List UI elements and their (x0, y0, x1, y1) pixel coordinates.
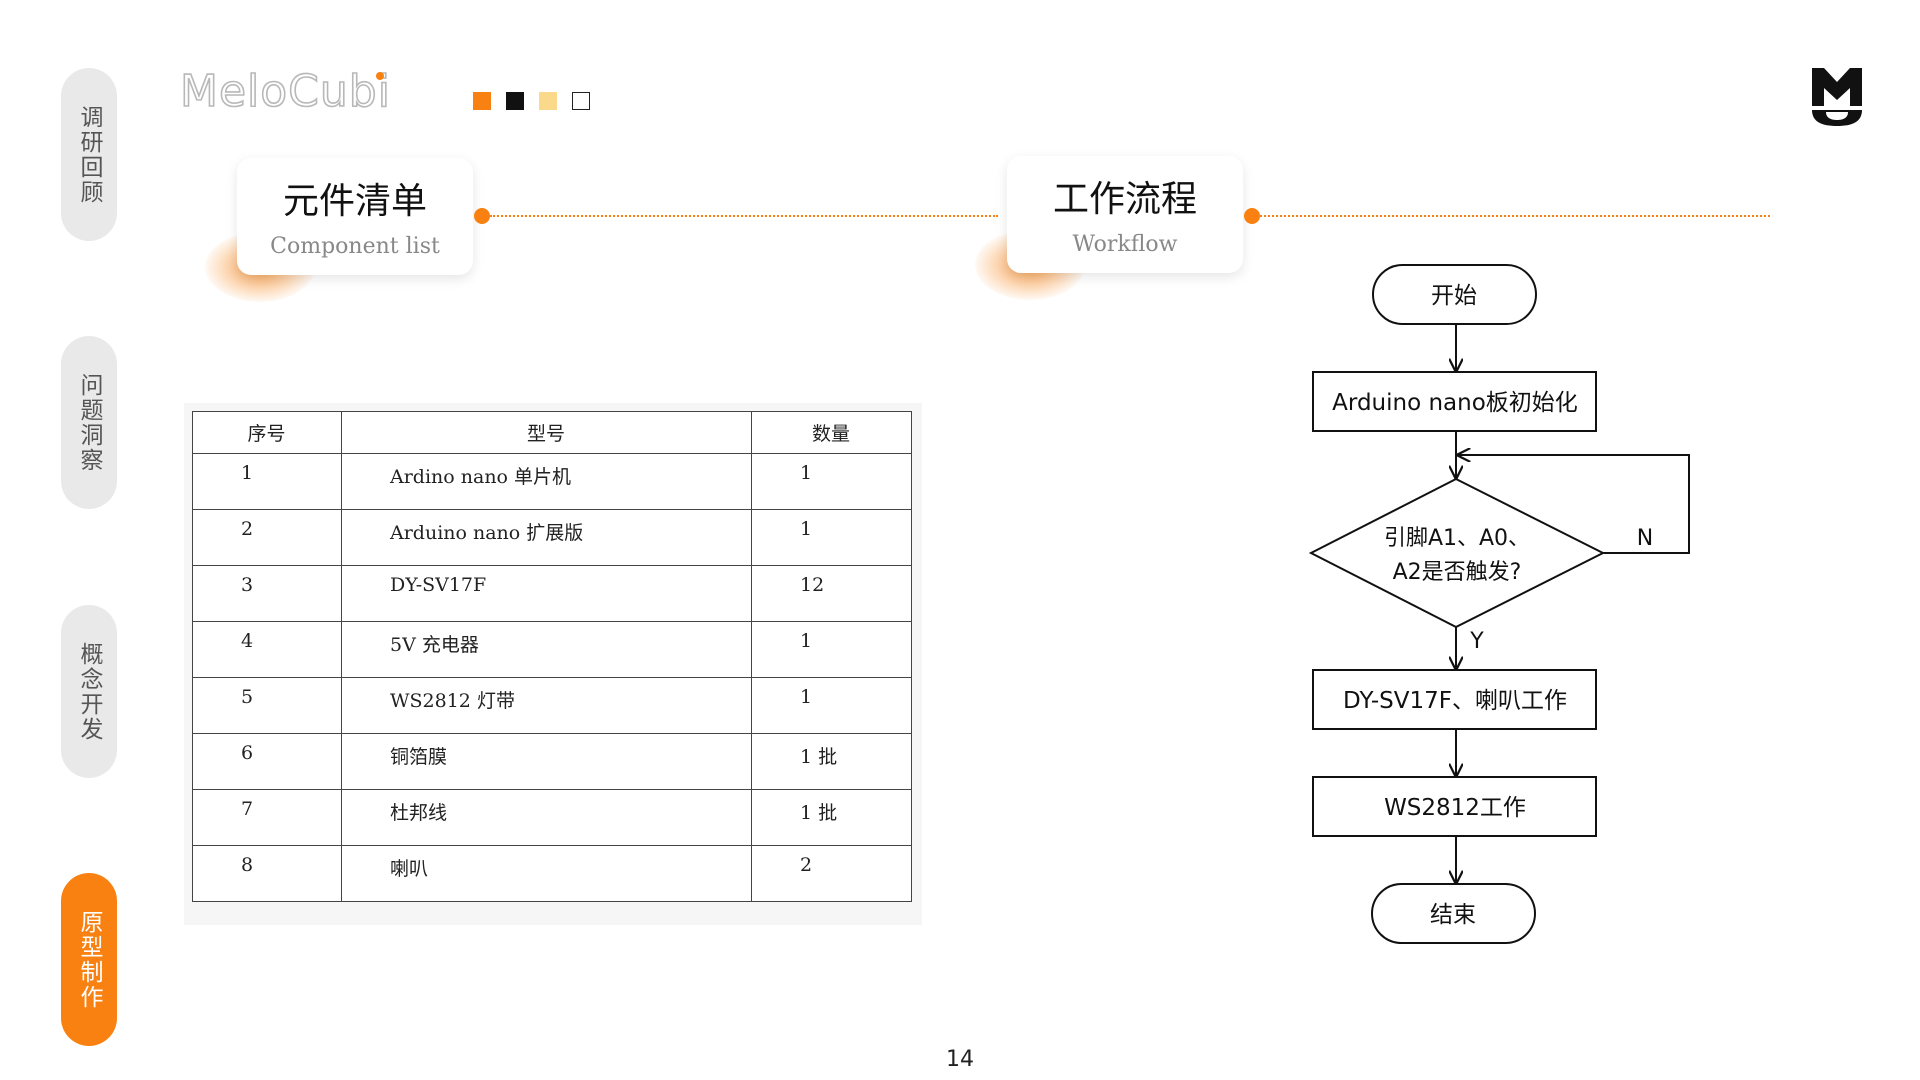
logo-accent-dot (376, 72, 384, 80)
section-subtitle: Component list (270, 234, 440, 259)
table-cell: WS2812 灯带 (341, 677, 752, 734)
flow-yes-label: Y (1469, 629, 1484, 654)
table-cell: 1 (751, 621, 912, 678)
table-cell: 1 (751, 677, 912, 734)
flow-end-terminal (1371, 883, 1536, 944)
nav-item-problem-insight[interactable]: 问题洞察 (61, 336, 117, 509)
flow-decision-line1: 引脚A1、A0、 (1384, 526, 1530, 551)
table-cell: 1 批 (751, 733, 912, 790)
table-cell: 6 (192, 733, 342, 790)
component-table-panel: 序号 型号 数量 1 Ardino nano 单片机 1 2 Arduino n… (184, 403, 922, 925)
square-orange (473, 92, 491, 110)
color-squares (473, 92, 590, 110)
table-cell: 喇叭 (341, 845, 752, 902)
table-cell: 5 (192, 677, 342, 734)
flow-step-audio-label: DY-SV17F、喇叭工作 (1343, 688, 1567, 714)
workflow-title-card: 工作流程 Workflow (1007, 156, 1243, 273)
table-row: 6 铜箔膜 1 批 (192, 733, 912, 790)
table-cell: 7 (192, 789, 342, 846)
brand-m-icon (1812, 68, 1862, 126)
flow-end-label: 结束 (1430, 902, 1476, 928)
table-cell: 1 批 (751, 789, 912, 846)
table-row: 7 杜邦线 1 批 (192, 789, 912, 846)
table-cell: 1 (751, 453, 912, 510)
table-cell: 1 (751, 509, 912, 566)
brand-logo-text: MeloCubi (179, 65, 391, 118)
flow-step-led-label: WS2812工作 (1384, 795, 1526, 821)
nav-item-research-review[interactable]: 调研回顾 (61, 68, 117, 241)
square-white (572, 92, 590, 110)
square-yellow (539, 92, 557, 110)
table-cell: 5V 充电器 (341, 621, 752, 678)
flow-init-process (1312, 371, 1597, 432)
flow-no-loop (1458, 455, 1690, 554)
table-row: 3 DY-SV17F 12 (192, 565, 912, 622)
section-title: 元件清单 (282, 181, 427, 222)
section-title: 工作流程 (1052, 179, 1197, 220)
dotted-divider (490, 215, 998, 217)
table-cell: 2 (192, 509, 342, 566)
flow-start-terminal (1372, 264, 1537, 325)
table-cell: 8 (192, 845, 342, 902)
table-cell: Arduino nano 扩展版 (341, 509, 752, 566)
column-header: 型号 (341, 411, 752, 454)
table-cell: 2 (751, 845, 912, 902)
flow-init-label: Arduino nano板初始化 (1332, 390, 1578, 416)
table-row: 8 喇叭 2 (192, 845, 912, 902)
connector-dot (1244, 208, 1260, 224)
flow-decision (1308, 477, 1606, 629)
component-table: 序号 型号 数量 1 Ardino nano 单片机 1 2 Arduino n… (192, 411, 912, 902)
table-row: 1 Ardino nano 单片机 1 (192, 453, 912, 510)
component-list-title-card: 元件清单 Component list (237, 158, 473, 275)
flow-step-audio (1312, 669, 1597, 730)
table-cell: DY-SV17F (341, 565, 752, 622)
nav-item-label: 概念开发 (76, 641, 102, 742)
table-row: 2 Arduino nano 扩展版 1 (192, 509, 912, 566)
table-cell: 4 (192, 621, 342, 678)
table-cell: 杜邦线 (341, 789, 752, 846)
column-header: 序号 (192, 411, 342, 454)
table-cell: 铜箔膜 (341, 733, 752, 790)
flow-no-label: N (1637, 526, 1653, 551)
table-cell: 3 (192, 565, 342, 622)
table-header-row: 序号 型号 数量 (192, 411, 912, 454)
page-number: 14 (946, 1047, 974, 1072)
nav-item-prototyping[interactable]: 原型制作 (61, 873, 117, 1046)
table-cell: 12 (751, 565, 912, 622)
nav-item-label: 调研回顾 (76, 104, 102, 205)
table-cell: Ardino nano 单片机 (341, 453, 752, 510)
dotted-divider (1260, 215, 1770, 217)
nav-item-concept-development[interactable]: 概念开发 (61, 605, 117, 778)
column-header: 数量 (751, 411, 912, 454)
square-black (506, 92, 524, 110)
table-row: 4 5V 充电器 1 (192, 621, 912, 678)
table-cell: 1 (192, 453, 342, 510)
nav-item-label: 问题洞察 (76, 372, 102, 473)
connector-dot (474, 208, 490, 224)
table-row: 5 WS2812 灯带 1 (192, 677, 912, 734)
flow-start-label: 开始 (1431, 283, 1477, 309)
section-subtitle: Workflow (1072, 232, 1178, 257)
nav-item-label: 原型制作 (76, 909, 102, 1010)
flow-step-led (1312, 776, 1597, 837)
flow-decision-line2: A2是否触发? (1393, 560, 1522, 585)
